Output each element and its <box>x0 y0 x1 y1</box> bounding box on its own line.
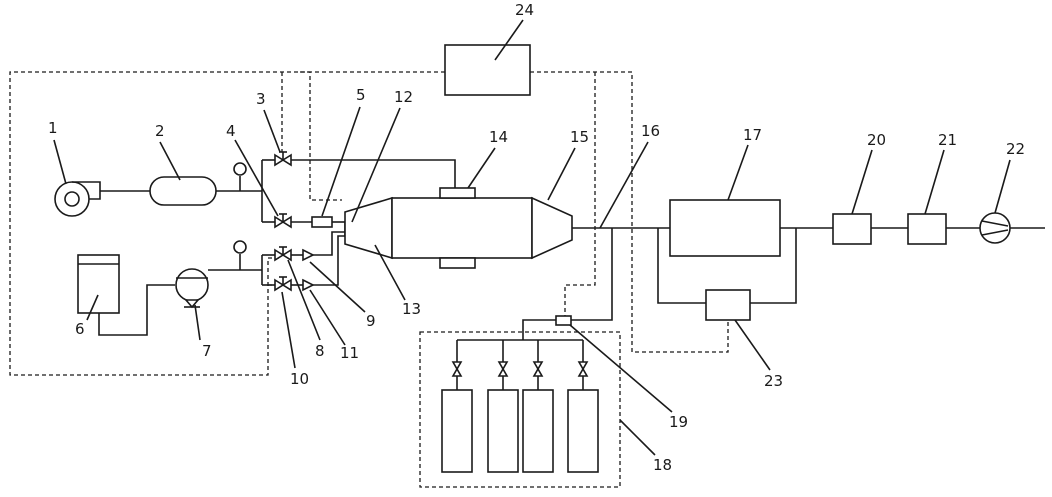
fuel-supply <box>78 241 275 335</box>
cylinder-1 <box>442 390 472 472</box>
nozzle-9-icon <box>303 250 313 260</box>
reactor-body-14 <box>392 198 532 258</box>
label-2: 2 <box>155 122 165 140</box>
outlet-cone-15 <box>532 198 572 258</box>
controller-box <box>445 45 530 95</box>
label-9: 9 <box>366 312 376 330</box>
label-1: 1 <box>48 119 58 137</box>
label-4: 4 <box>226 122 236 140</box>
label-8: 8 <box>315 342 325 360</box>
gas-cylinders <box>442 316 598 472</box>
cylinder-2 <box>488 390 518 472</box>
air-tank <box>150 177 216 205</box>
label-17: 17 <box>743 126 762 144</box>
valve-3-icon <box>275 152 291 165</box>
label-7: 7 <box>202 342 212 360</box>
label-20: 20 <box>867 131 886 149</box>
label-19: 19 <box>669 413 688 431</box>
cylinder-3 <box>523 390 553 472</box>
reactor <box>345 188 572 268</box>
label-12: 12 <box>394 88 413 106</box>
label-5: 5 <box>356 86 366 104</box>
air-supply <box>55 160 275 222</box>
box-17 <box>670 200 780 256</box>
label-10: 10 <box>290 370 309 388</box>
box-20 <box>833 214 871 244</box>
cylinder-4 <box>568 390 598 472</box>
label-13: 13 <box>402 300 421 318</box>
box-21 <box>908 214 946 244</box>
fuel-pressure-gauge-icon <box>234 241 246 253</box>
exhaust-line <box>571 200 1045 320</box>
label-23: 23 <box>764 372 783 390</box>
label-14: 14 <box>489 128 508 146</box>
label-24: 24 <box>515 1 534 19</box>
flowmeter-5 <box>312 217 332 227</box>
exhaust-fan-icon <box>980 213 1010 243</box>
label-18: 18 <box>653 456 672 474</box>
label-16: 16 <box>641 122 660 140</box>
pump-icon <box>176 269 208 301</box>
pressure-gauge-icon <box>234 163 246 175</box>
label-21: 21 <box>938 131 957 149</box>
burner-cone-13 <box>345 198 392 258</box>
valve-8-icon <box>275 247 291 260</box>
label-3: 3 <box>256 90 266 108</box>
label-6: 6 <box>75 320 85 338</box>
nozzle-11-icon <box>303 280 313 290</box>
label-22: 22 <box>1006 140 1025 158</box>
flowmeter-19 <box>556 316 571 325</box>
label-11: 11 <box>340 344 359 362</box>
box-23 <box>706 290 750 320</box>
valve-10-icon <box>275 277 291 290</box>
label-15: 15 <box>570 128 589 146</box>
